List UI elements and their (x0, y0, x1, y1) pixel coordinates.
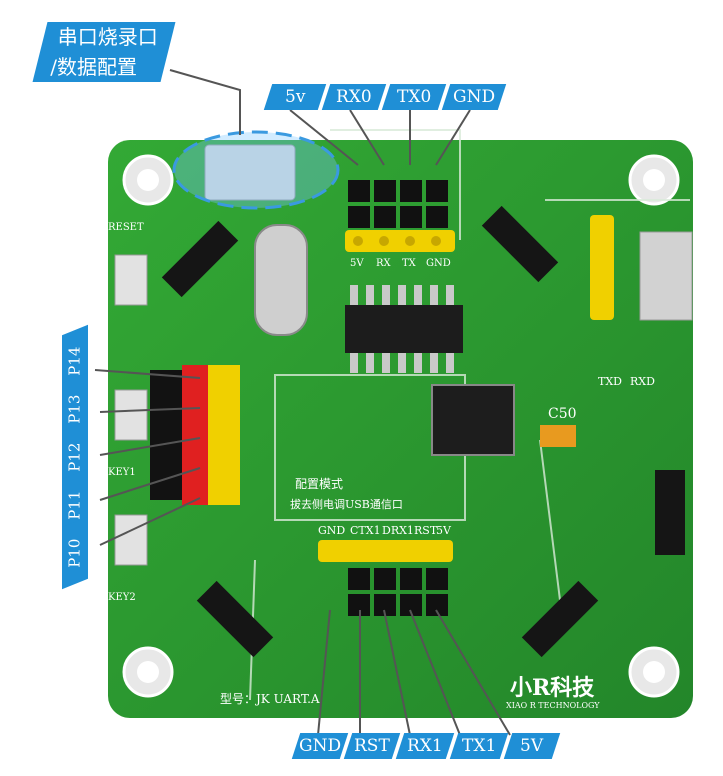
tag-tx1: TX1 (449, 733, 509, 759)
silk-c50: C50 (548, 406, 577, 422)
silk-header-bottom: GND CTX1 DRX1 RST 5V (318, 524, 452, 537)
tantalum-cap (540, 425, 576, 447)
silk-mode: 配置模式 (295, 477, 343, 491)
tag-rst-label: RST (354, 736, 390, 756)
logo-text: 小R科技 (510, 675, 595, 701)
silk-b-rst: RST (414, 524, 438, 537)
tag-gnd-top-label: GND (452, 87, 496, 107)
silk-rx: RX (376, 258, 392, 269)
tag-rx1: RX1 (395, 733, 455, 759)
top-yellow-header (345, 230, 455, 252)
tag-rx0: RX0 (321, 84, 387, 110)
tag-p12-label: P12 (66, 442, 84, 472)
mounting-holes (122, 154, 680, 698)
micro-usb-side (639, 231, 693, 321)
tag-p13-label: P13 (66, 394, 84, 424)
silk-header-left: 5V RX TX GND (350, 258, 451, 269)
tag-gnd-bottom-label: GND (298, 736, 342, 756)
top-pin-sockets (348, 180, 448, 228)
tag-tx0: TX0 (381, 84, 447, 110)
tag-rx1-label: RX1 (407, 736, 443, 756)
tag-5v-top-label: 5v (284, 87, 306, 107)
tag-p11-label: P11 (66, 490, 84, 520)
silk-tx: TX (402, 258, 417, 269)
silk-rxd: RXD (630, 375, 655, 388)
silk-usb: 拔去侧电调USB通信口 (290, 497, 403, 511)
crystal (254, 224, 308, 336)
tag-5v-bottom-label: 5V (520, 736, 544, 756)
tag-5v-bottom: 5V (503, 733, 561, 759)
silk-reset: RESET (108, 222, 144, 233)
model-text: 型号：JK UART.A (220, 692, 320, 706)
callout-line1: 串口烧录口 (57, 25, 158, 49)
tag-p10-label: P10 (66, 538, 84, 568)
silk-gnd: GND (426, 258, 451, 269)
tag-rx0-label: RX0 (336, 87, 372, 107)
silk-txd: TXD (598, 375, 622, 388)
silk-b-drx1: DRX1 (382, 524, 414, 537)
tag-tx1-label: TX1 (461, 736, 497, 756)
tag-tx0-label: TX0 (396, 87, 432, 107)
right-yellow-header (590, 215, 614, 320)
left-headers (150, 365, 240, 505)
bottom-yellow-header (318, 540, 453, 616)
callout-lines (94, 69, 511, 736)
tag-p10: P10 (62, 516, 88, 590)
tag-rst: RST (343, 733, 401, 759)
logo-sub: XIAO R TECHNOLOGY (506, 701, 600, 710)
silk-key2: KEY2 (108, 592, 136, 603)
silk-key1: KEY1 (108, 467, 136, 478)
mcu-chip (431, 384, 515, 456)
black-headers (161, 205, 685, 658)
usb-highlight (172, 130, 340, 210)
tag-gnd-bottom: GND (291, 733, 349, 759)
callout-line2: /数据配置 (50, 55, 138, 79)
tact-buttons (114, 254, 148, 566)
serial-port-callout: 串口烧录口 /数据配置 (32, 22, 176, 82)
silk-b-5v: 5V (436, 524, 452, 537)
tag-gnd-top: GND (441, 84, 507, 110)
silk-5v: 5V (350, 258, 364, 269)
tag-5v-top: 5v (263, 84, 327, 110)
micro-usb-top (204, 144, 296, 201)
tag-p14-label: P14 (66, 346, 84, 376)
ch340-chip (345, 305, 463, 353)
silk-b-ctx1: CTX1 (350, 524, 381, 537)
silk-b-gnd: GND (318, 524, 345, 537)
